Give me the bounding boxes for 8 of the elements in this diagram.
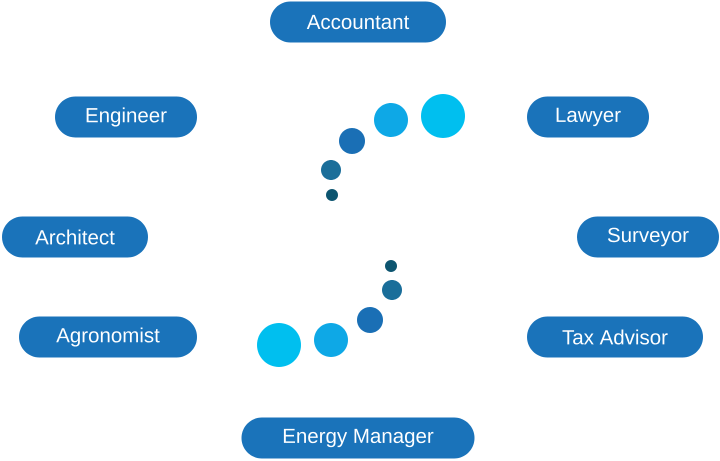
label-pill: Agronomist [19,316,197,358]
label-pill: Architect [2,216,148,258]
label-pill: Accountant [270,2,446,42]
label-pill: Engineer [55,96,197,138]
label-pill: Energy Manager [242,418,474,458]
label-pill: Tax Advisor [527,316,703,358]
label-pill: Lawyer [527,96,649,138]
label-pill: Surveyor [577,216,719,258]
